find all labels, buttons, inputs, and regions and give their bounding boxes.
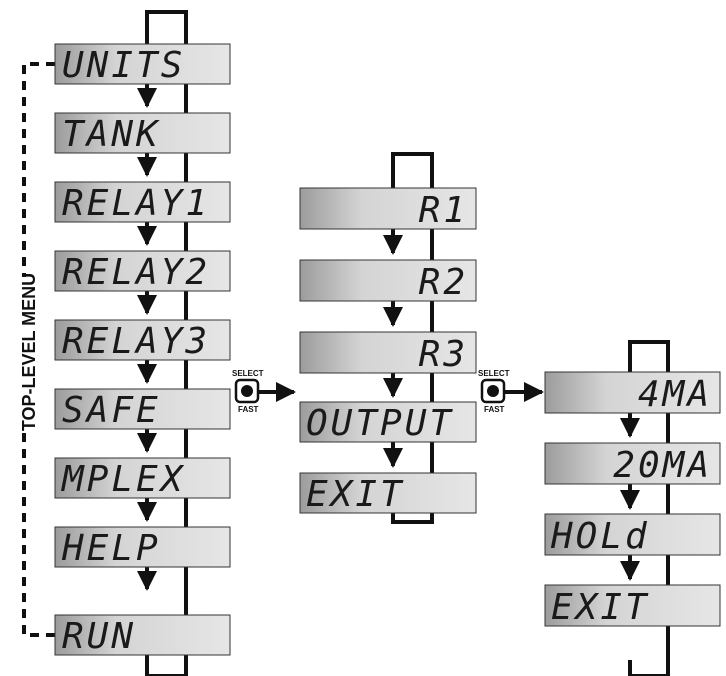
output-menu-column: R1 R2 R3 OUTPUT EXIT [299, 152, 477, 524]
svg-text:4MA: 4MA [638, 374, 712, 415]
lcd-item-hold[interactable]: HOLd [544, 513, 721, 557]
svg-text:TANK: TANK [62, 114, 161, 155]
svg-text:MPLEX: MPLEX [60, 459, 185, 500]
output-top-loop [391, 152, 434, 188]
lcd-item-help[interactable]: HELP [54, 526, 231, 569]
svg-text:FAST: FAST [484, 405, 505, 414]
svg-text:R1: R1 [419, 190, 468, 231]
svg-text:HELP: HELP [61, 528, 161, 569]
lcd-item-tank[interactable]: TANK [54, 112, 231, 155]
svg-text:SELECT: SELECT [478, 369, 510, 378]
lcd-item-output[interactable]: OUTPUT [299, 401, 477, 444]
lcd-item-relay3[interactable]: RELAY3 [54, 319, 231, 362]
svg-text:FAST: FAST [238, 405, 259, 414]
lcd-item-r1[interactable]: R1 [299, 187, 477, 231]
svg-text:20MA: 20MA [613, 445, 712, 486]
lcd-item-mplex[interactable]: MPLEX [54, 457, 231, 500]
lcd-item-4ma[interactable]: 4MA [544, 371, 721, 415]
top-level-menu-column: TOP-LEVEL MENU UNITS TANK [18, 10, 231, 676]
bottom-loop-connector [145, 655, 188, 676]
select-fast-button-1[interactable]: SELECT FAST [232, 369, 296, 414]
svg-text:R3: R3 [419, 334, 468, 375]
svg-text:EXIT: EXIT [551, 587, 650, 628]
lcd-item-exit-ma[interactable]: EXIT [544, 584, 721, 628]
svg-text:SAFE: SAFE [62, 390, 161, 431]
lcd-item-run[interactable]: RUN [54, 614, 231, 657]
svg-text:TOP-LEVEL MENU: TOP-LEVEL MENU [19, 273, 39, 431]
svg-text:RUN: RUN [62, 616, 136, 657]
lcd-item-units[interactable]: UNITS [54, 43, 231, 86]
lcd-item-exit-output[interactable]: EXIT [299, 472, 477, 515]
svg-text:SELECT: SELECT [232, 369, 264, 378]
top-level-menu-label: TOP-LEVEL MENU [18, 273, 39, 431]
svg-text:OUTPUT: OUTPUT [306, 403, 454, 444]
ma-bottom-loop [628, 660, 670, 676]
lcd-item-r3[interactable]: R3 [299, 331, 477, 375]
svg-text:EXIT: EXIT [306, 474, 405, 515]
lcd-item-relay2[interactable]: RELAY2 [54, 250, 231, 293]
select-fast-button-2[interactable]: SELECT FAST [478, 369, 544, 414]
lcd-item-safe[interactable]: SAFE [54, 388, 231, 431]
svg-text:RELAY2: RELAY2 [62, 252, 210, 293]
svg-text:R2: R2 [419, 262, 468, 303]
ma-menu-column: 4MA 20MA HOLd EXIT [544, 340, 721, 676]
lcd-item-20ma[interactable]: 20MA [544, 442, 721, 486]
ma-top-loop [628, 340, 670, 372]
lcd-item-relay1[interactable]: RELAY1 [54, 181, 231, 224]
svg-text:HOLd: HOLd [550, 516, 650, 557]
lcd-item-r2[interactable]: R2 [299, 259, 477, 303]
svg-text:UNITS: UNITS [62, 45, 185, 86]
svg-text:RELAY1: RELAY1 [62, 183, 210, 224]
svg-text:RELAY3: RELAY3 [62, 321, 210, 362]
top-loop-connector [145, 10, 188, 44]
